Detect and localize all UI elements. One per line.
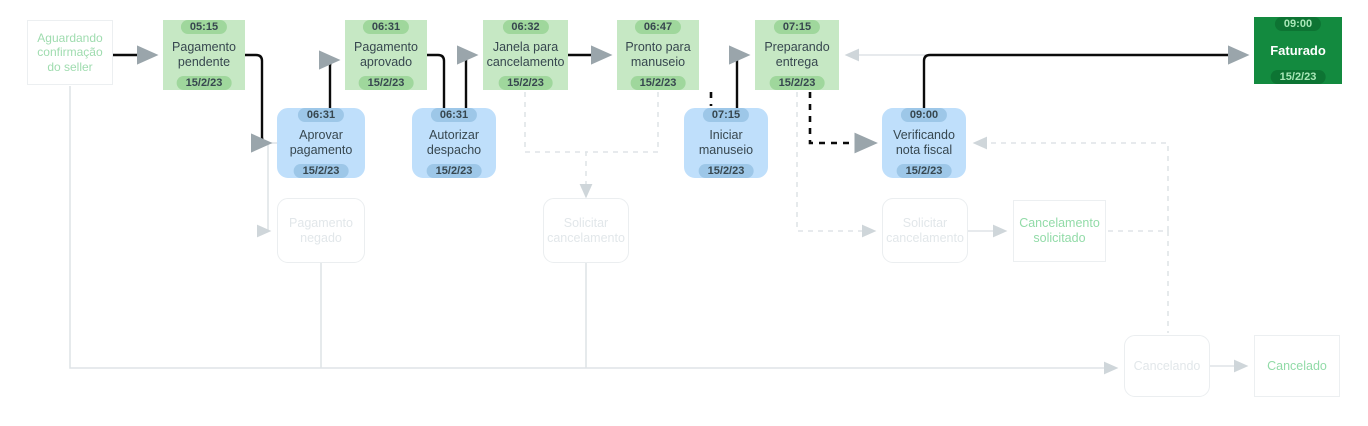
node-janela-para-cancelamento[interactable]: 06:32 Janela para cancelamento 15/2/23 xyxy=(483,20,568,90)
node-solicitar-cancelamento-2[interactable]: Solicitar cancelamento xyxy=(882,198,968,263)
node-date-badge: 15/2/23 xyxy=(896,164,952,178)
node-iniciar-manuseio[interactable]: 07:15 Iniciar manuseio 15/2/23 xyxy=(684,108,768,178)
node-label: Aprovar pagamento xyxy=(289,128,353,157)
node-time-badge: 06:47 xyxy=(634,20,682,34)
node-label: Janela para cancelamento xyxy=(486,40,565,69)
node-cancelando[interactable]: Cancelando xyxy=(1124,335,1210,397)
node-solicitar-cancelamento-1[interactable]: Solicitar cancelamento xyxy=(543,198,629,263)
node-label: Cancelamento solicitado xyxy=(1019,216,1100,245)
node-autorizar-despacho[interactable]: 06:31 Autorizar despacho 15/2/23 xyxy=(412,108,496,178)
node-label: Pagamento pendente xyxy=(172,40,236,69)
node-label: Pagamento aprovado xyxy=(354,40,418,69)
node-cancelado[interactable]: Cancelado xyxy=(1254,335,1340,397)
node-time-badge: 06:32 xyxy=(502,20,549,34)
node-time-badge: 09:00 xyxy=(1274,17,1322,31)
node-time-badge: 07:15 xyxy=(773,20,821,34)
node-date-badge: 15/2/23 xyxy=(630,76,686,90)
node-aprovar-pagamento[interactable]: 06:31 Aprovar pagamento 15/2/23 xyxy=(277,108,365,178)
node-pagamento-pendente[interactable]: 05:15 Pagamento pendente 15/2/23 xyxy=(163,20,245,90)
node-time-badge: 07:15 xyxy=(702,108,750,122)
node-time-badge: 06:31 xyxy=(297,108,345,122)
node-label: Preparando entrega xyxy=(764,40,830,69)
node-label: Aguardando confirmação do seller xyxy=(37,31,103,74)
node-label: Solicitar cancelamento xyxy=(547,215,625,245)
node-date-badge: 15/2/23 xyxy=(698,164,754,178)
node-date-badge: 15/2/23 xyxy=(293,164,349,178)
inactive-edges xyxy=(69,86,1119,375)
node-time-badge: 05:15 xyxy=(180,20,228,34)
node-time-badge: 09:00 xyxy=(900,108,948,122)
node-pagamento-negado[interactable]: Pagamento negado xyxy=(277,198,365,263)
node-date-badge: 15/2/23 xyxy=(358,76,414,90)
node-time-badge: 06:31 xyxy=(362,20,410,34)
node-verificando-nota-fiscal[interactable]: 09:00 Verificando nota fiscal 15/2/23 xyxy=(882,108,966,178)
active-dashed-edges xyxy=(709,92,878,154)
node-label: Cancelado xyxy=(1267,358,1327,373)
node-pronto-para-manuseio[interactable]: 06:47 Pronto para manuseio 15/2/23 xyxy=(617,20,699,90)
node-cancelamento-solicitado[interactable]: Cancelamento solicitado xyxy=(1013,200,1106,262)
inactive-dashed-edges xyxy=(524,92,1169,333)
node-label: Autorizar despacho xyxy=(426,128,482,157)
node-label: Iniciar manuseio xyxy=(698,128,754,157)
node-label: Pagamento negado xyxy=(289,215,353,245)
node-label: Cancelando xyxy=(1133,358,1201,373)
node-label: Faturado xyxy=(1270,42,1326,58)
node-date-badge: 15/2/23 xyxy=(176,76,232,90)
node-date-badge: 15/2/23 xyxy=(498,76,553,90)
node-date-badge: 15/2/23 xyxy=(769,76,825,90)
node-time-badge: 06:31 xyxy=(430,108,478,122)
node-pagamento-aprovado[interactable]: 06:31 Pagamento aprovado 15/2/23 xyxy=(345,20,427,90)
node-faturado[interactable]: 09:00 Faturado 15/2/23 xyxy=(1254,17,1342,84)
node-label: Solicitar cancelamento xyxy=(886,215,964,245)
node-label: Verificando nota fiscal xyxy=(893,128,955,157)
active-edges xyxy=(113,45,1250,153)
node-date-badge: 15/2/23 xyxy=(1270,70,1326,84)
node-preparando-entrega[interactable]: 07:15 Preparando entrega 15/2/23 xyxy=(755,20,839,90)
node-aguardando-confirmacao-do-seller[interactable]: Aguardando confirmação do seller xyxy=(27,20,113,85)
node-label: Pronto para manuseio xyxy=(625,40,691,69)
node-date-badge: 15/2/23 xyxy=(426,164,482,178)
